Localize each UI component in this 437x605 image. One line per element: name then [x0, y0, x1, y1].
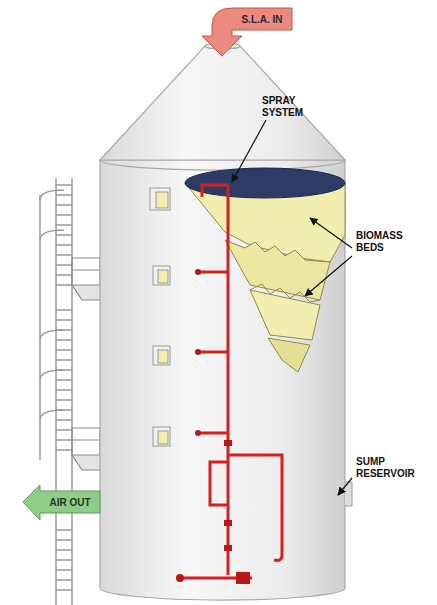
- arrow-outline: [202, 8, 292, 56]
- arrow-outline: [23, 485, 100, 520]
- pipe-fitting: [176, 269, 250, 584]
- arrow-shape: [192, 2, 294, 58]
- ladder: [40, 178, 72, 605]
- window: [150, 188, 170, 446]
- tower-shell: [100, 43, 345, 600]
- leader-line: [232, 120, 352, 495]
- arrow-node: S.L.A. IN: [192, 2, 294, 58]
- callout-label: SPRAY SYSTEM: [262, 95, 303, 118]
- spray-piping: [178, 185, 282, 578]
- arrow-text: S.L.A. IN: [241, 14, 282, 25]
- arrow-node: AIR OUT: [22, 484, 102, 521]
- callout-label: BIOMASS BEDS: [356, 230, 403, 253]
- callout-label: SUMP RESERVOIR: [356, 456, 415, 479]
- biomass-bed: [185, 168, 345, 372]
- arrow-text: AIR OUT: [49, 497, 90, 508]
